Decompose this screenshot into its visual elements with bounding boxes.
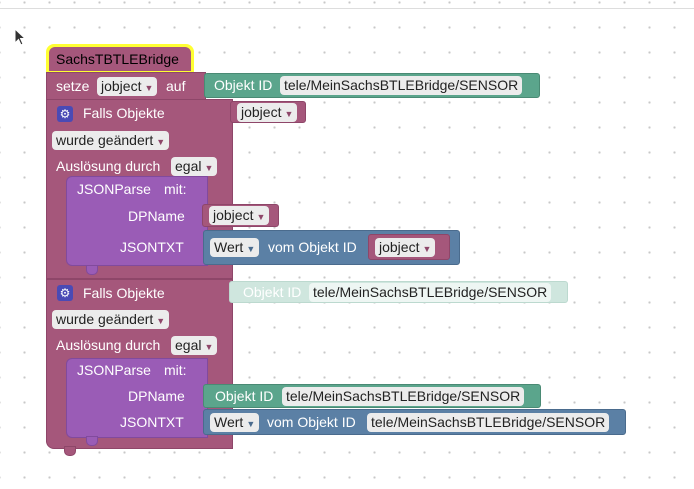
jsonparse-block-1[interactable]: JSONParse mit: DPName JSONTXT [66, 176, 208, 266]
object-id-label: Objekt ID [214, 77, 273, 93]
variable-name: jobject [213, 207, 254, 223]
mouse-cursor-icon [14, 28, 26, 46]
object-id-label: Objekt ID [243, 284, 302, 300]
gear-icon[interactable]: ⚙ [57, 285, 73, 301]
jsontxt-label: JSONTXT [120, 414, 184, 430]
dropdown-arrow-icon: ▼ [156, 137, 166, 147]
dpname-variable-block[interactable]: jobject▼ [202, 204, 279, 227]
object-id-block-faded[interactable]: Objekt ID tele/MeinSachsBTLEBridge/SENSO… [229, 281, 568, 303]
wert-value: Wert [214, 414, 244, 430]
object-id-block[interactable]: Objekt ID tele/MeinSachsBTLEBridge/SENSO… [204, 73, 540, 98]
dropdown-arrow-icon: ▼ [246, 419, 256, 429]
block-connector [86, 265, 98, 275]
object-variable-block[interactable]: jobject▼ [230, 101, 306, 123]
vom-variable-block[interactable]: jobject▼ [368, 234, 450, 260]
variable-name: jobject [101, 78, 142, 94]
auf-label: auf [166, 78, 186, 94]
condition-dropdown[interactable]: wurde geändert▼ [52, 310, 170, 329]
variable-dropdown[interactable]: jobject▼ [237, 103, 298, 122]
object-id-field[interactable]: tele/MeinSachsBTLEBridge/SENSOR [367, 413, 610, 432]
gear-icon[interactable]: ⚙ [57, 106, 73, 122]
wert-value: Wert [214, 239, 244, 255]
trigger-label: Auslösung durch [56, 158, 161, 174]
condition-dropdown[interactable]: wurde geändert▼ [52, 131, 170, 150]
vom-objekt-label: vom Objekt ID [268, 239, 357, 255]
trigger-label: Auslösung durch [56, 337, 161, 353]
dpname-label: DPName [128, 208, 185, 224]
vom-objekt-label: vom Objekt ID [267, 414, 356, 430]
object-id-label: Objekt ID [215, 388, 274, 404]
dropdown-arrow-icon: ▼ [144, 83, 154, 93]
mit-label: mit: [164, 362, 187, 378]
condition-value: wurde geändert [56, 311, 154, 327]
object-id-field[interactable]: tele/MeinSachsBTLEBridge/SENSOR [280, 76, 523, 95]
block-connector [64, 446, 76, 456]
jsonparse-title: JSONParse [77, 362, 151, 378]
variable-dropdown[interactable]: jobject▼ [209, 206, 270, 225]
dropdown-arrow-icon: ▼ [156, 316, 166, 326]
mit-label: mit: [164, 181, 187, 197]
variable-dropdown[interactable]: jobject▼ [375, 238, 436, 257]
wert-dropdown[interactable]: Wert▼ [210, 238, 260, 257]
jsontxt-label: JSONTXT [120, 239, 184, 255]
trigger-dropdown[interactable]: egal▼ [171, 336, 218, 355]
variable-name: jobject [379, 239, 420, 255]
trigger-dropdown[interactable]: egal▼ [171, 157, 218, 176]
set-variable-block[interactable]: setze jobject▼ auf [46, 72, 206, 100]
jsonparse-block-2[interactable]: JSONParse mit: DPName JSONTXT [66, 358, 208, 438]
block-connector [86, 436, 98, 446]
dropdown-arrow-icon: ▼ [256, 212, 266, 222]
workspace-top-border [0, 8, 694, 9]
hat-block[interactable]: SachsTBTLEBridge [49, 47, 191, 71]
condition-value: wurde geändert [56, 132, 154, 148]
dpname-label: DPName [128, 388, 185, 404]
dropdown-arrow-icon: ▼ [422, 244, 432, 254]
setze-label: setze [56, 78, 90, 94]
trigger-value: egal [175, 158, 202, 174]
trigger-title: Falls Objekte [83, 285, 165, 301]
hat-title: SachsTBTLEBridge [56, 51, 179, 67]
trigger-value: egal [175, 337, 202, 353]
dropdown-arrow-icon: ▼ [204, 163, 214, 173]
variable-name: jobject [241, 104, 282, 120]
dropdown-arrow-icon: ▼ [204, 342, 214, 352]
object-id-field[interactable]: tele/MeinSachsBTLEBridge/SENSOR [282, 387, 525, 406]
dropdown-arrow-icon: ▼ [284, 109, 294, 119]
variable-dropdown[interactable]: jobject▼ [97, 77, 158, 96]
object-id-field[interactable]: tele/MeinSachsBTLEBridge/SENSOR [309, 283, 552, 302]
wert-dropdown[interactable]: Wert▼ [210, 413, 260, 432]
dpname-object-id-block[interactable]: Objekt ID tele/MeinSachsBTLEBridge/SENSO… [203, 384, 541, 408]
dropdown-arrow-icon: ▼ [246, 244, 256, 254]
jsonparse-title: JSONParse [77, 181, 151, 197]
trigger-title: Falls Objekte [83, 105, 165, 121]
wert-block[interactable]: Wert▼ vom Objekt ID tele/MeinSachsBTLEBr… [203, 409, 626, 435]
